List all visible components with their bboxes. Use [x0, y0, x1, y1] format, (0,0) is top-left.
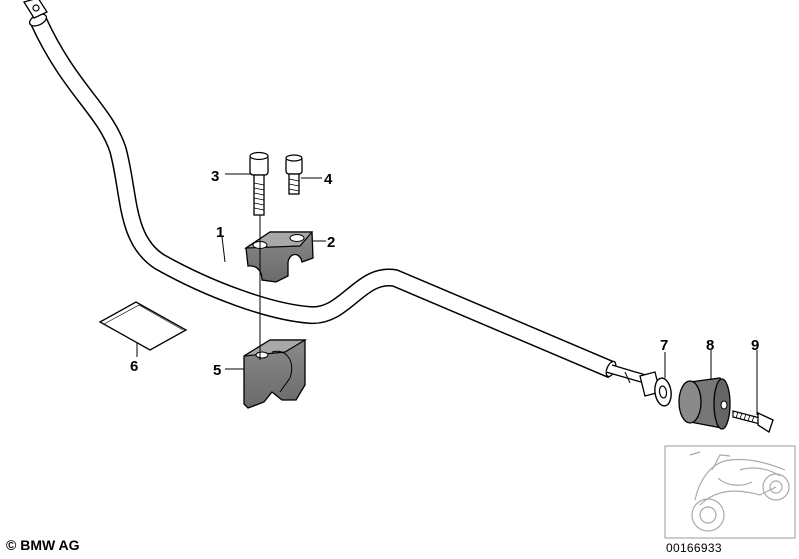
- image-number: 00166933: [666, 541, 722, 555]
- callout-8: 8: [706, 337, 714, 354]
- callout-3: 3: [211, 168, 219, 185]
- callout-4: 4: [324, 171, 333, 188]
- label-sheet-part-6[interactable]: [98, 301, 188, 351]
- copyright-text: © BMW AG: [6, 537, 80, 553]
- bar-end-shaft: [605, 364, 661, 397]
- callout-6: 6: [130, 358, 138, 375]
- bolt-part-3[interactable]: [249, 151, 269, 216]
- bolt-part-4[interactable]: [285, 154, 303, 195]
- leader-lines: [136, 173, 758, 415]
- callout-1: 1: [216, 224, 224, 241]
- callout-2: 2: [327, 234, 335, 251]
- callout-9: 9: [751, 337, 759, 354]
- lower-clamp-part-5[interactable]: [243, 339, 308, 409]
- callout-5: 5: [213, 362, 221, 379]
- upper-clamp-part-2[interactable]: [243, 231, 314, 283]
- callout-7: 7: [660, 337, 668, 354]
- handlebar-tube[interactable]: [22, 0, 618, 379]
- bar-end-weight-part-8[interactable]: [678, 377, 731, 430]
- washer-part-7[interactable]: [653, 377, 673, 407]
- motorcycle-thumbnail: [664, 445, 796, 539]
- screw-part-9[interactable]: [732, 410, 774, 433]
